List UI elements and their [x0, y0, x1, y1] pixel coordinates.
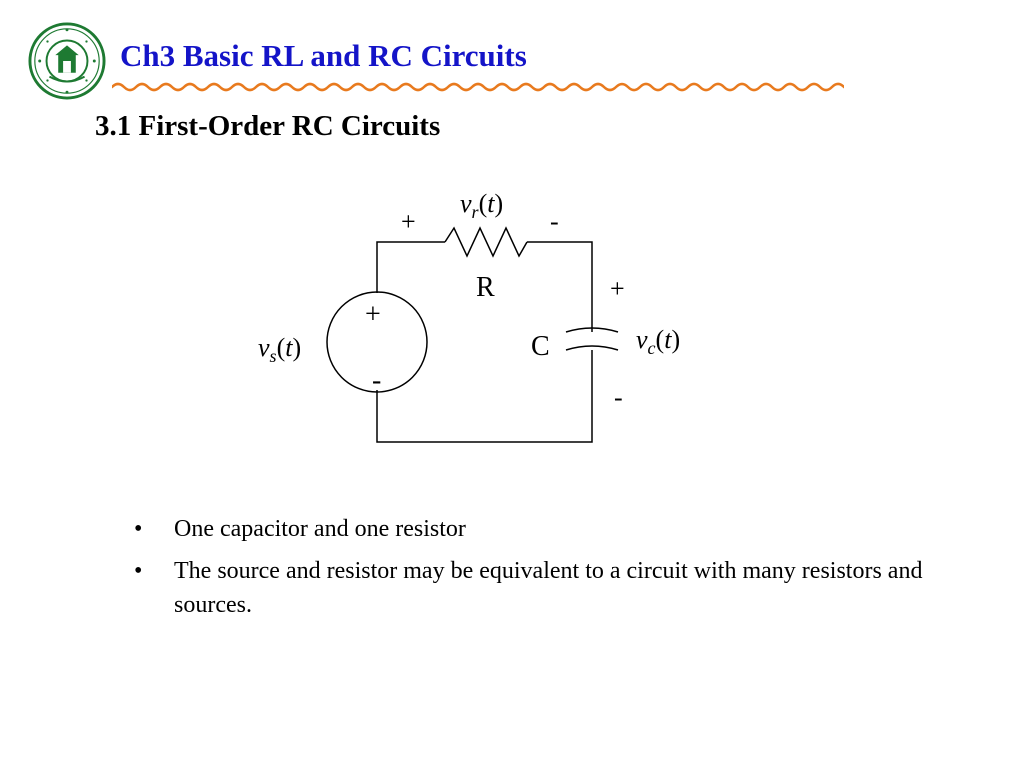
voltage-source-symbol: [326, 291, 428, 393]
capacitor-voltage-arg: (t): [656, 325, 681, 354]
title-divider: [112, 82, 844, 92]
bullet-text: The source and resistor may be equivalen…: [174, 558, 923, 618]
resistor-plus-label: +: [401, 207, 416, 236]
section-heading: 3.1 First-Order RC Circuits: [95, 110, 441, 142]
rc-circuit-diagram: vr(t) + - R + - vs(t) C + - vc(t): [258, 189, 680, 443]
bullet-item: • One capacitor and one resistor: [134, 512, 934, 546]
capacitor-plate-bottom: [565, 345, 619, 351]
resistor-voltage-label: vr(t): [460, 189, 503, 222]
capacitor-plate-top: [565, 327, 619, 333]
resistor-voltage-arg: (t): [479, 189, 504, 218]
bullet-marker: •: [134, 558, 143, 584]
wire-top-left: [376, 241, 445, 293]
bullet-marker: •: [134, 516, 143, 542]
bullet-item: • The source and resistor may be equival…: [134, 554, 934, 622]
wire-top-right: [527, 241, 593, 332]
capacitor-name-label: C: [531, 331, 550, 362]
bullet-text: One capacitor and one resistor: [174, 516, 466, 542]
resistor-name-label: R: [476, 272, 495, 303]
source-voltage-arg: (t): [277, 333, 302, 362]
capacitor-plus-label: +: [610, 274, 625, 303]
source-voltage-label: vs(t): [258, 333, 301, 366]
slide-title: Ch3 Basic RL and RC Circuits: [120, 38, 527, 73]
wire-bottom: [376, 350, 593, 443]
capacitor-voltage-label: vc(t): [636, 325, 680, 358]
resistor-symbol: [444, 226, 528, 258]
resistor-minus-label: -: [550, 207, 559, 236]
bullet-list: • One capacitor and one resistor • The s…: [134, 512, 934, 630]
source-plus-label: +: [365, 299, 381, 330]
university-logo: [28, 22, 106, 100]
capacitor-minus-label: -: [614, 383, 623, 412]
source-minus-label: -: [372, 365, 381, 396]
